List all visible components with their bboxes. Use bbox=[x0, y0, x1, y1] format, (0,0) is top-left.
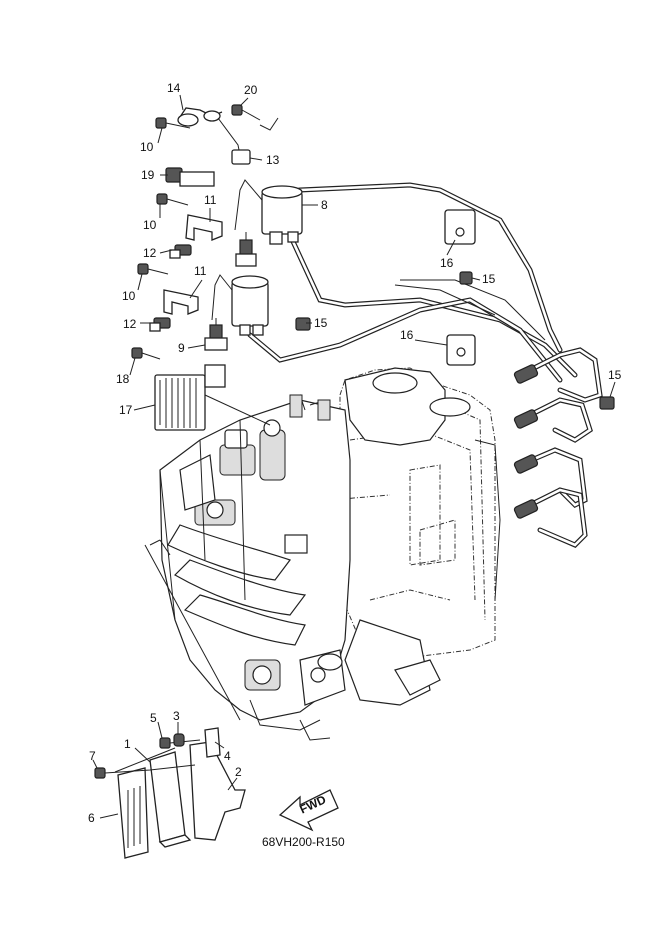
high-tension-cords bbox=[247, 182, 603, 548]
callout-17: 17 bbox=[119, 403, 133, 417]
callout-5: 5 bbox=[150, 711, 157, 725]
diagram-code: 68VH200-R150 bbox=[262, 835, 345, 849]
engine-assembly bbox=[159, 367, 501, 741]
callout-20: 20 bbox=[244, 83, 258, 97]
connectors bbox=[204, 232, 257, 351]
callout-11b: 11 bbox=[194, 264, 207, 278]
callout-14: 14 bbox=[167, 81, 181, 95]
callout-16a: 16 bbox=[440, 256, 454, 270]
forward-direction-arrow: FWD bbox=[278, 789, 339, 832]
callout-15a: 15 bbox=[482, 272, 496, 286]
callout-15b: 15 bbox=[314, 316, 328, 330]
callout-labels: 1 2 3 4 5 6 7 8 9 10 10 10 11 11 12 12 1… bbox=[88, 81, 622, 825]
ecm-assembly bbox=[94, 727, 246, 859]
ignition-coils bbox=[211, 179, 303, 336]
callout-4: 4 bbox=[224, 749, 231, 763]
callout-10b: 10 bbox=[143, 218, 157, 232]
screws bbox=[131, 104, 261, 360]
callout-16b: 16 bbox=[400, 328, 414, 342]
clamps bbox=[149, 167, 615, 410]
callout-7: 7 bbox=[89, 749, 96, 763]
callout-9: 9 bbox=[178, 341, 185, 355]
callout-10a: 10 bbox=[140, 140, 154, 154]
callout-12a: 12 bbox=[143, 246, 157, 260]
brackets bbox=[163, 214, 223, 315]
rectifier-regulator bbox=[154, 364, 271, 431]
callout-6: 6 bbox=[88, 811, 95, 825]
callout-13: 13 bbox=[266, 153, 280, 167]
callout-18: 18 bbox=[116, 372, 130, 386]
callout-3: 3 bbox=[173, 709, 180, 723]
callout-1: 1 bbox=[124, 737, 131, 751]
callout-2: 2 bbox=[235, 765, 242, 779]
callout-19: 19 bbox=[141, 168, 155, 182]
callout-12b: 12 bbox=[123, 317, 137, 331]
callout-15c: 15 bbox=[608, 368, 622, 382]
callout-10c: 10 bbox=[122, 289, 136, 303]
leader-lines bbox=[92, 94, 616, 819]
wire-harness bbox=[177, 107, 279, 165]
callout-11a: 11 bbox=[204, 193, 217, 207]
callout-8: 8 bbox=[321, 198, 328, 212]
